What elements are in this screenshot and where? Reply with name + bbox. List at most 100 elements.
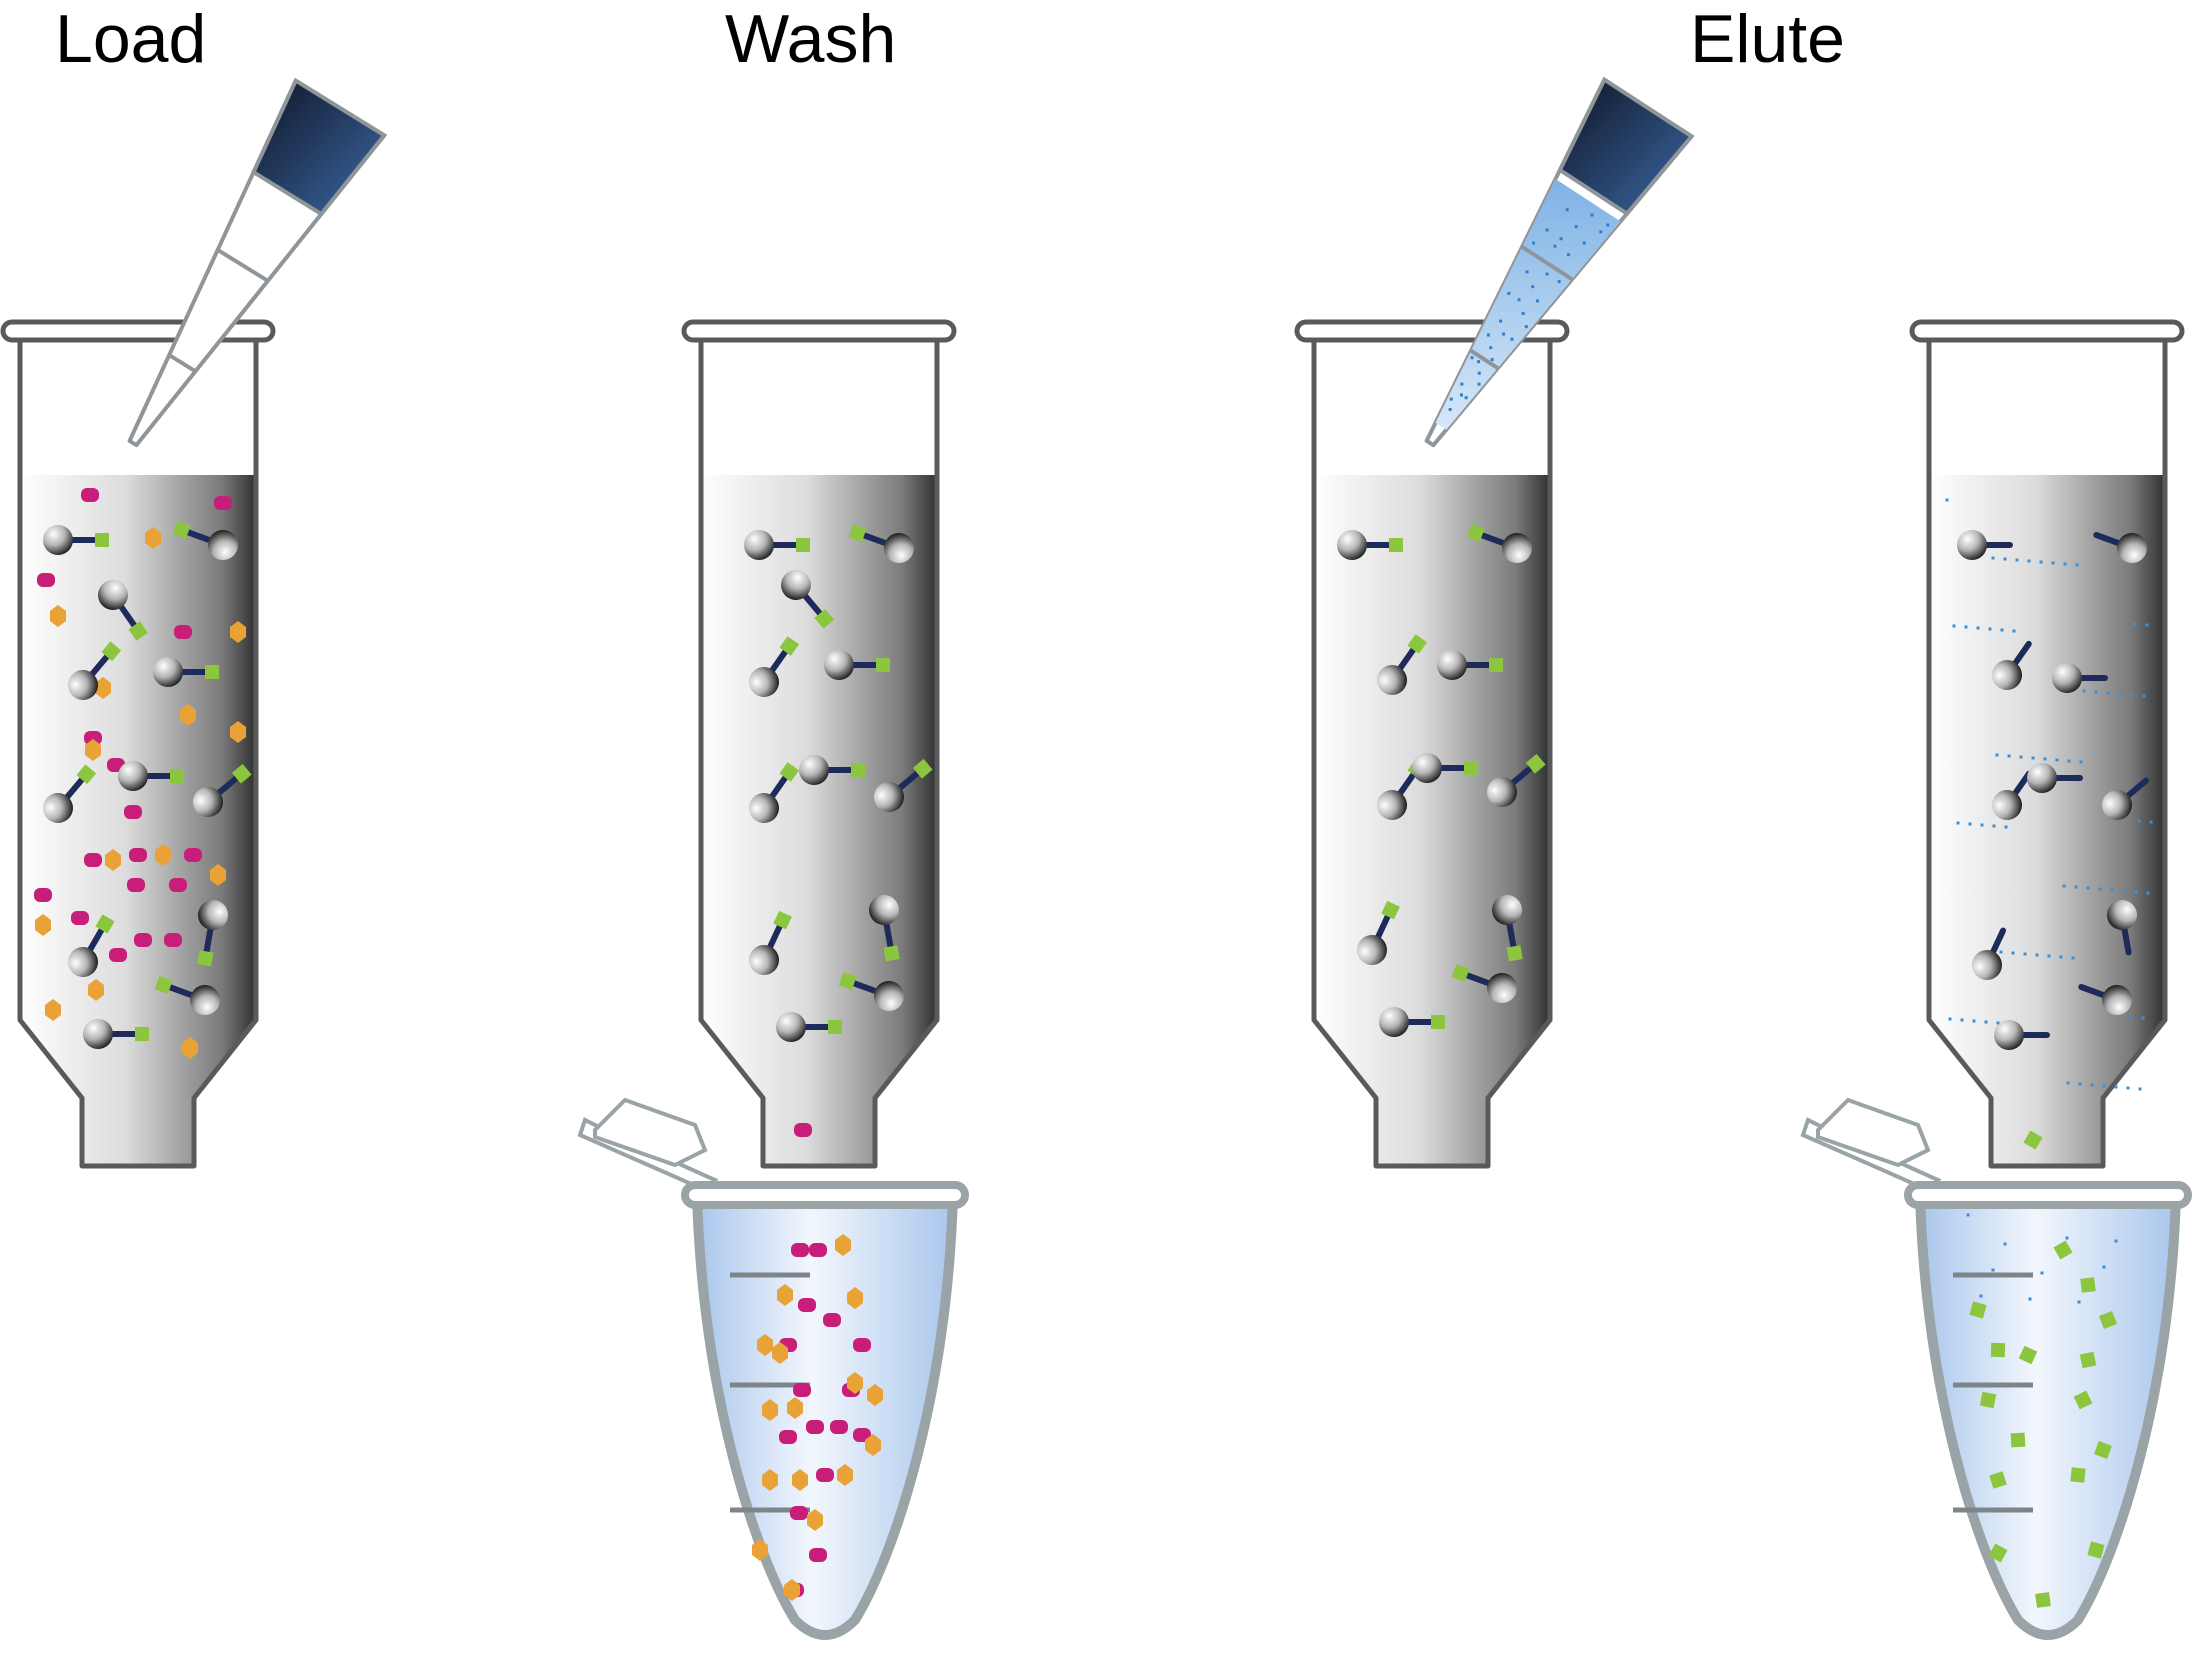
target-protein-icon <box>135 1027 149 1041</box>
elution-buffer-speck <box>2031 756 2035 760</box>
orange-protein-icon <box>50 605 66 627</box>
collection-tube-icon <box>577 1097 969 1640</box>
affinity-bead-icon <box>1357 900 1400 965</box>
elution-buffer-speck <box>1960 1018 1964 1022</box>
pipette-buffer-speck <box>1545 228 1549 232</box>
elution-buffer-speck <box>2003 557 2007 561</box>
elution-buffer-speck <box>2039 560 2043 564</box>
pipette-graduation <box>1521 245 1574 281</box>
magenta-protein-icon <box>794 1123 812 1137</box>
column-rim <box>1909 319 2185 343</box>
affinity-bead-icon <box>2027 763 2083 793</box>
elution-buffer-speck <box>1992 824 1996 828</box>
elution-buffer-speck <box>2077 1300 2081 1304</box>
orange-protein-icon <box>45 999 61 1021</box>
target-protein-icon <box>828 1020 842 1034</box>
affinity-bead-icon <box>2078 984 2132 1015</box>
step-label-load: Load <box>55 1 206 77</box>
affinity-bead-icon <box>744 530 810 560</box>
pipette-buffer-speck <box>1565 208 1569 212</box>
affinity-bead-icon <box>2107 900 2137 956</box>
pipette-buffer-speck <box>1606 223 1610 227</box>
pipette-buffer-speck <box>1582 241 1586 245</box>
affinity-bead-icon <box>1994 1020 2050 1050</box>
elution-buffer-speck <box>2102 1084 2106 1088</box>
elution-buffer-speck <box>1984 1020 1988 1024</box>
target-protein-icon <box>2018 1345 2038 1365</box>
elution-buffer-speck <box>2137 819 2141 823</box>
target-protein-icon <box>197 950 214 967</box>
elution-buffer-speck <box>2023 952 2027 956</box>
affinity-bead-icon <box>1466 523 1532 563</box>
magenta-protein-icon <box>134 933 152 947</box>
target-protein-icon <box>1988 1543 2008 1563</box>
resin-bed <box>703 475 935 1164</box>
target-protein-icon <box>101 641 122 662</box>
elution-buffer-speck <box>2078 1082 2082 1086</box>
chromatography-column-icon <box>0 319 276 1169</box>
target-protein-icon <box>912 758 933 779</box>
target-protein-icon <box>2023 1130 2043 1150</box>
magenta-protein-icon <box>793 1383 811 1397</box>
target-protein-icon <box>1506 945 1523 962</box>
collection-tube-icon <box>1800 1097 2192 1640</box>
target-protein-icon <box>172 520 191 539</box>
pipette-icon <box>127 77 388 448</box>
orange-protein-icon <box>88 979 104 1001</box>
pipette-buffer-speck <box>1460 382 1464 386</box>
magenta-protein-icon <box>853 1428 871 1442</box>
step-label-wash: Wash <box>725 1 896 77</box>
target-protein-icon <box>1989 1471 2007 1489</box>
elution-buffer-speck <box>2102 1265 2106 1269</box>
elution-buffer-speck <box>2079 760 2083 764</box>
magenta-protein-icon <box>109 948 127 962</box>
target-protein-icon <box>1389 538 1403 552</box>
column-wall <box>698 330 940 1169</box>
orange-protein-icon <box>762 1399 778 1421</box>
orange-protein-icon <box>95 677 111 699</box>
target-protein-icon <box>2080 1277 2096 1293</box>
elution-buffer-speck <box>2007 754 2011 758</box>
elution-buffer-speck <box>2004 825 2008 829</box>
magenta-protein-icon <box>816 1468 834 1482</box>
elution-buffer-speck <box>2043 757 2047 761</box>
orange-protein-icon <box>792 1469 808 1491</box>
orange-protein-icon <box>757 1334 773 1356</box>
affinity-bead-icon <box>1412 753 1478 783</box>
target-protein-icon <box>848 523 867 542</box>
affinity-bead-icon <box>781 570 835 629</box>
magenta-protein-icon <box>84 731 102 745</box>
column-wall <box>17 330 259 1169</box>
pipette-buffer-speck <box>1531 285 1535 289</box>
affinity-bead-icon <box>848 523 914 563</box>
elution-buffer-speck <box>2012 629 2016 633</box>
target-protein-icon <box>1525 753 1546 774</box>
pipette-buffer-speck <box>1574 225 1578 229</box>
affinity-bead-icon <box>154 975 220 1015</box>
affinity-bead-icon <box>43 764 97 823</box>
elution-buffer-speck <box>2110 888 2114 892</box>
pipette-buffer-speck <box>1502 332 1506 336</box>
elution-buffer-speck <box>2011 951 2015 955</box>
elution-buffer-speck <box>2015 558 2019 562</box>
elution-buffer-speck <box>1988 627 1992 631</box>
elution-buffer-speck <box>2059 955 2063 959</box>
pipette-plunger <box>251 77 388 217</box>
affinity-bead-icon <box>869 895 900 962</box>
target-protein-icon <box>1431 1015 1445 1029</box>
pipette-buffer-speck <box>1524 325 1528 329</box>
affinity-bead-icon <box>1377 634 1427 695</box>
target-protein-icon <box>76 764 97 785</box>
chromatography-column-icon <box>681 319 957 1169</box>
tube-rim <box>681 1181 969 1209</box>
magenta-protein-icon <box>214 496 232 510</box>
magenta-protein-icon <box>124 805 142 819</box>
target-protein-icon <box>1489 658 1503 672</box>
pipette-buffer-speck <box>1559 237 1563 241</box>
pipette-buffer-speck <box>1449 397 1453 401</box>
magenta-protein-icon <box>779 1430 797 1444</box>
tube-wall <box>1915 1190 2181 1640</box>
target-protein-icon <box>1407 634 1427 654</box>
elution-buffer-speck <box>2027 559 2031 563</box>
pipette-buffer-speck <box>1590 213 1594 217</box>
